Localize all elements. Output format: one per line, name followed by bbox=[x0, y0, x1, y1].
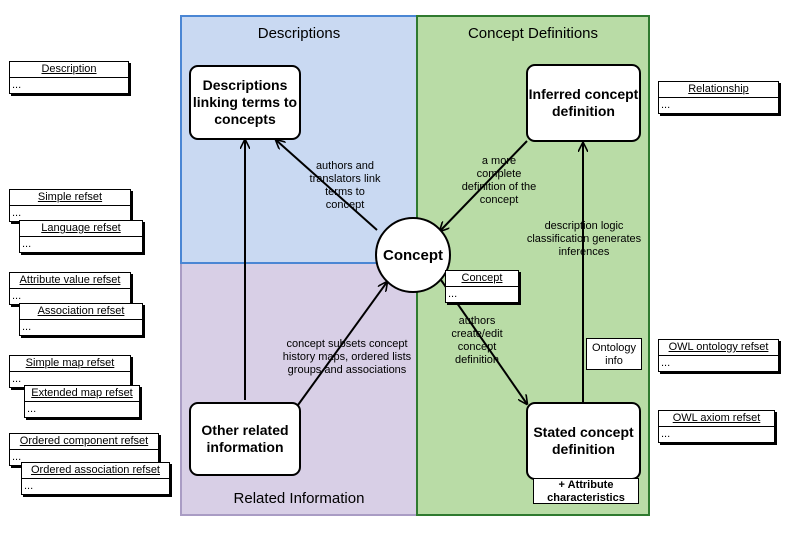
ontology-info-note: Ontology info bbox=[586, 338, 642, 370]
card-attribute-value-refset: Attribute value refset ... bbox=[9, 272, 131, 305]
card-language-refset: Language refset ... bbox=[19, 220, 143, 253]
attribute-characteristics-note: + Attribute characteristics bbox=[533, 478, 639, 504]
card-language-refset-title: Language refset bbox=[20, 221, 142, 237]
card-concept-title: Concept bbox=[446, 271, 518, 287]
card-description-body: ... bbox=[12, 79, 22, 91]
other-related-node: Other related information bbox=[189, 402, 301, 476]
label-authors-create: authors create/edit concept definition bbox=[451, 315, 503, 366]
concept-node: Concept bbox=[375, 217, 451, 293]
card-language-refset-body: ... bbox=[22, 238, 32, 250]
attribute-characteristics-text: + Attribute characteristics bbox=[547, 479, 625, 504]
card-ordered-association-refset-body: ... bbox=[24, 480, 34, 492]
card-simple-refset: Simple refset ... bbox=[9, 189, 131, 222]
card-owl-ontology-refset-title: OWL ontology refset bbox=[659, 340, 778, 356]
card-description: Description ... bbox=[9, 61, 129, 94]
card-relationship-title: Relationship bbox=[659, 82, 778, 98]
card-description-title: Description bbox=[10, 62, 128, 78]
related-information-title: Related Information bbox=[233, 490, 365, 507]
card-owl-ontology-refset: OWL ontology refset ... bbox=[658, 339, 779, 372]
label-more-complete: a more complete definition of the concep… bbox=[461, 155, 537, 206]
card-ordered-component-refset-body: ... bbox=[12, 451, 22, 463]
card-association-refset: Association refset ... bbox=[19, 303, 143, 336]
card-simple-refset-body: ... bbox=[12, 207, 22, 219]
card-owl-ontology-refset-body: ... bbox=[661, 357, 671, 369]
card-simple-map-refset-body: ... bbox=[12, 373, 22, 385]
ontology-info-text: Ontology info bbox=[591, 342, 637, 367]
card-attribute-value-refset-body: ... bbox=[12, 290, 22, 302]
label-dl-classification: description logic classification generat… bbox=[526, 220, 642, 258]
descriptions-title: Descriptions bbox=[257, 25, 341, 42]
card-association-refset-body: ... bbox=[22, 321, 32, 333]
card-simple-map-refset-title: Simple map refset bbox=[10, 356, 130, 372]
card-concept: Concept ... bbox=[445, 270, 519, 303]
edge-other-to-concept bbox=[297, 282, 387, 406]
card-owl-axiom-refset-body: ... bbox=[661, 428, 671, 440]
card-ordered-component-refset: Ordered component refset ... bbox=[9, 433, 159, 466]
descriptions-linking-node: Descriptions linking terms to concepts bbox=[189, 65, 301, 140]
card-ordered-component-refset-title: Ordered component refset bbox=[10, 434, 158, 450]
card-simple-refset-title: Simple refset bbox=[10, 190, 130, 206]
inferred-definition-node: Inferred concept definition bbox=[526, 64, 641, 142]
edge-concept-to-descriptions bbox=[276, 140, 378, 231]
card-extended-map-refset-title: Extended map refset bbox=[25, 386, 139, 402]
card-extended-map-refset-body: ... bbox=[27, 403, 37, 415]
label-authors-translators: authors and translators link terms to co… bbox=[309, 160, 381, 211]
card-concept-body: ... bbox=[448, 288, 458, 300]
card-relationship: Relationship ... bbox=[658, 81, 779, 114]
stated-definition-node: Stated concept definition bbox=[526, 402, 641, 480]
label-concept-subsets: concept subsets concept history maps, or… bbox=[282, 338, 412, 376]
card-ordered-association-refset-title: Ordered association refset bbox=[22, 463, 169, 479]
card-owl-axiom-refset: OWL axiom refset ... bbox=[658, 410, 775, 443]
card-ordered-association-refset: Ordered association refset ... bbox=[21, 462, 170, 495]
card-attribute-value-refset-title: Attribute value refset bbox=[10, 273, 130, 289]
card-owl-axiom-refset-title: OWL axiom refset bbox=[659, 411, 774, 427]
card-association-refset-title: Association refset bbox=[20, 304, 142, 320]
card-simple-map-refset: Simple map refset ... bbox=[9, 355, 131, 388]
card-extended-map-refset: Extended map refset ... bbox=[24, 385, 140, 418]
card-relationship-body: ... bbox=[661, 99, 671, 111]
concept-definitions-title: Concept Definitions bbox=[467, 25, 599, 42]
edge-inferred-to-concept bbox=[440, 140, 528, 231]
